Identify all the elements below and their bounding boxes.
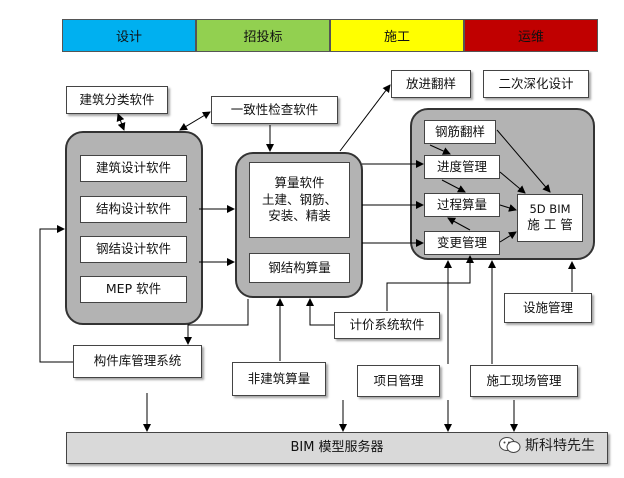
- component-library-label: 构件库管理系统: [93, 353, 182, 369]
- change-mgmt-node: 变更管理: [424, 231, 500, 255]
- phase-construction-label: 施工: [383, 30, 410, 45]
- fangjin-label: 放进翻样: [405, 75, 456, 91]
- quantity-software-line3: 安装、精装: [268, 208, 331, 224]
- rebar-label: 钢筋翻样: [434, 123, 485, 139]
- wechat-icon: [499, 437, 521, 453]
- component-library-node: 构件库管理系统: [73, 345, 202, 378]
- pricing-system-label: 计价系统软件: [349, 317, 425, 333]
- arrow-pricing-qty: [306, 298, 334, 326]
- pricing-system-node: 计价系统软件: [334, 312, 440, 339]
- struct-design-node: 结构设计软件: [80, 196, 187, 223]
- non-building-qty-node: 非建筑算量: [232, 362, 326, 396]
- steel-quantity-label: 钢结构算量: [268, 259, 331, 275]
- rebar-node: 钢筋翻样: [424, 120, 496, 144]
- bim5d-line2: 施 工 管: [527, 217, 573, 233]
- arrow-rebar-progress: [429, 144, 451, 155]
- consistency-check-label: 一致性检查软件: [230, 101, 319, 117]
- arrow-rebar-5d: [496, 129, 551, 193]
- process-qty-node: 过程算量: [424, 193, 500, 217]
- watermark-text: 斯科特先生: [525, 438, 595, 454]
- project-mgmt-label: 项目管理: [373, 372, 424, 388]
- progress-mgmt-node: 进度管理: [424, 155, 500, 179]
- site-mgmt-label: 施工现场管理: [486, 372, 562, 388]
- arrow-change-5d: [499, 231, 517, 243]
- arrow-consistency-design: [179, 111, 211, 131]
- arch-design-node: 建筑设计软件: [80, 155, 187, 182]
- steel-design-label: 钢结设计软件: [95, 241, 171, 257]
- process-qty-label: 过程算量: [436, 196, 487, 212]
- mep-node: MEP 软件: [80, 276, 187, 303]
- mep-label: MEP 软件: [105, 281, 162, 297]
- non-building-qty-label: 非建筑算量: [247, 370, 311, 386]
- building-classification-label: 建筑分类软件: [79, 91, 155, 107]
- quantity-software-line1: 算量软件: [274, 174, 325, 190]
- steel-design-node: 钢结设计软件: [80, 236, 187, 263]
- arrow-pricing-change: [386, 255, 474, 311]
- arch-design-label: 建筑设计软件: [95, 160, 171, 176]
- consistency-check-node: 一致性检查软件: [211, 96, 338, 124]
- project-mgmt-node: 项目管理: [357, 365, 440, 397]
- facility-mgmt-node: 设施管理: [504, 293, 592, 323]
- quantity-software-line2: 土建、钢筋、: [261, 191, 337, 207]
- arrow-qty-fangjin: [339, 84, 391, 152]
- arrow-classify-design: [116, 113, 126, 131]
- watermark: 斯科特先生: [499, 433, 619, 457]
- phase-bidding-label: 招投标: [243, 30, 283, 45]
- bim5d-node: 5D BIM 施 工 管: [517, 194, 583, 242]
- bim5d-line1: 5D BIM: [529, 201, 571, 216]
- facility-mgmt-label: 设施管理: [522, 299, 573, 315]
- arrow-qty-library: [184, 299, 249, 345]
- fangjin-node: 放进翻样: [391, 70, 471, 98]
- arrow-library-design: [39, 225, 73, 363]
- deepen-design-label: 二次深化设计: [498, 75, 574, 91]
- struct-design-label: 结构设计软件: [95, 201, 171, 217]
- progress-mgmt-label: 进度管理: [436, 158, 487, 174]
- deepen-design-node: 二次深化设计: [483, 70, 589, 98]
- arrow-process-5d: [499, 204, 517, 212]
- quantity-software-node: 算量软件 土建、钢筋、 安装、精装: [249, 162, 350, 238]
- arrow-progress-5d: [499, 171, 526, 194]
- steel-quantity-node: 钢结构算量: [249, 253, 350, 283]
- bim-server-label: BIM 模型服务器: [290, 440, 384, 456]
- phase-operation: 运维: [464, 19, 598, 52]
- arrow-change-process: [447, 217, 471, 231]
- phase-design-label: 设计: [115, 30, 142, 45]
- phase-operation-label: 运维: [517, 30, 544, 45]
- phase-design: 设计: [62, 19, 196, 52]
- arrow-progress-process: [441, 179, 466, 193]
- phase-bidding: 招投标: [196, 19, 330, 52]
- change-mgmt-label: 变更管理: [436, 234, 487, 250]
- site-mgmt-node: 施工现场管理: [470, 365, 578, 397]
- phase-construction: 施工: [330, 19, 464, 52]
